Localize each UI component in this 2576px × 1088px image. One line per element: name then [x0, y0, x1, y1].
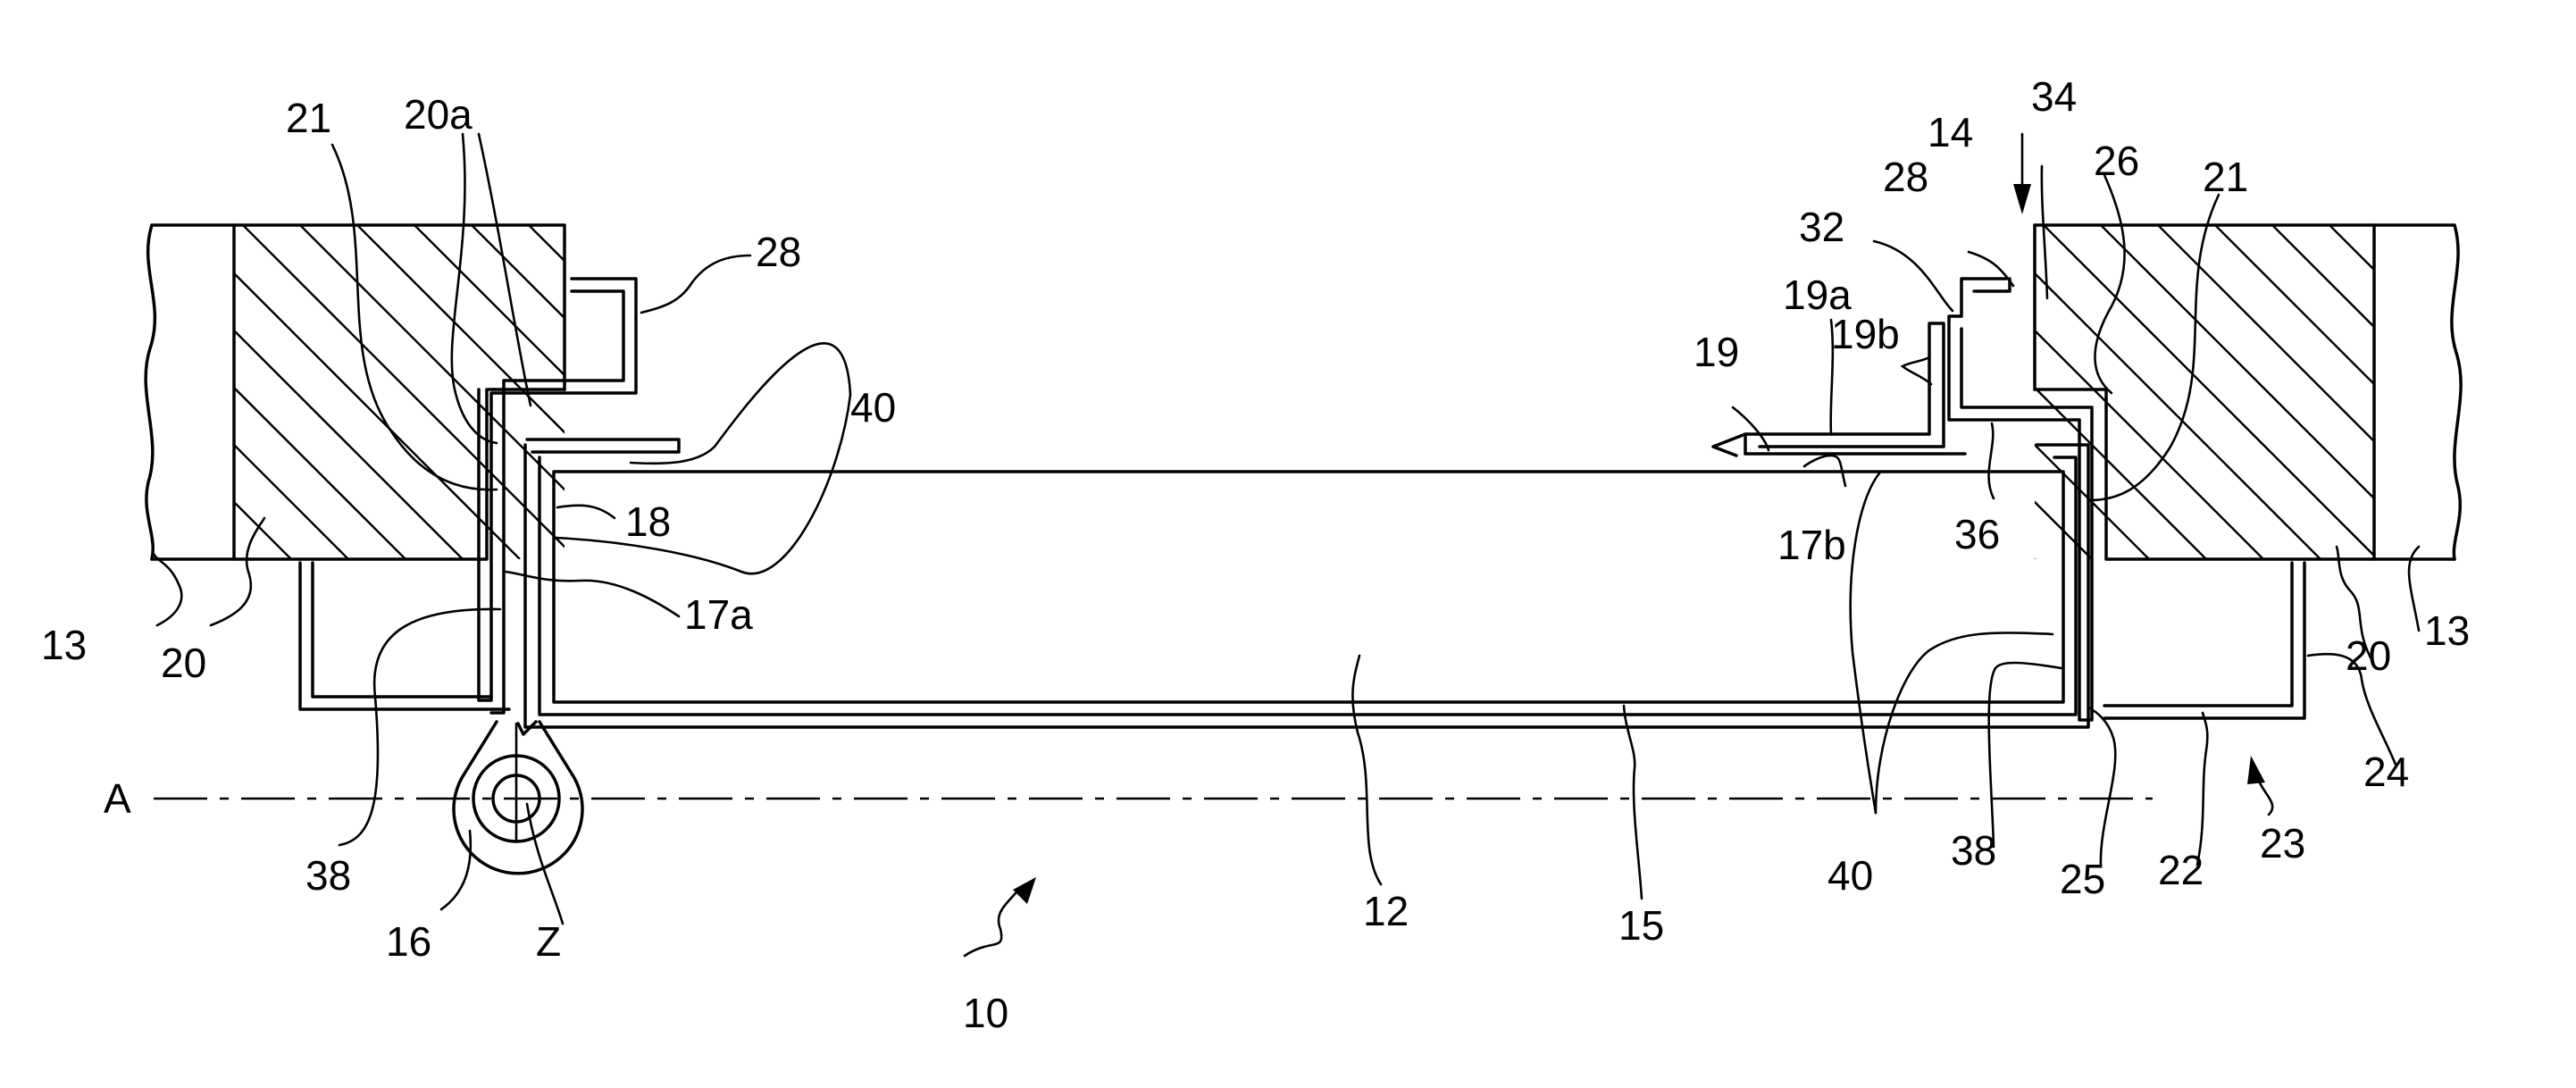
label-19: 19 — [1694, 329, 1739, 375]
hatch-line — [1701, 225, 2035, 559]
hatch-line — [2044, 225, 2378, 559]
label-12: 12 — [1363, 888, 1409, 934]
hatch-line — [2272, 225, 2576, 559]
hatch-line — [1986, 225, 2321, 559]
arrow-23 — [2247, 756, 2272, 815]
label-14: 14 — [1928, 109, 1973, 155]
hatch-line — [2158, 225, 2492, 559]
label-34: 34 — [2031, 73, 2077, 120]
hatch-line — [1872, 225, 2206, 559]
hatch-line — [71, 225, 406, 559]
label-26: 26 — [2094, 138, 2139, 184]
label-17a: 17a — [684, 591, 753, 638]
hatch-line — [872, 225, 1206, 559]
label-20-left: 20 — [161, 640, 206, 686]
hatch-line — [1815, 225, 2149, 559]
label-21-right: 21 — [2203, 154, 2248, 200]
label-28-left: 28 — [756, 229, 801, 275]
label-18: 18 — [625, 498, 671, 545]
label-21-left: 21 — [286, 95, 331, 141]
right-channel-22 — [2104, 563, 2304, 718]
hatch-line — [0, 225, 234, 559]
label-10: 10 — [963, 990, 1008, 1036]
axis-label-a: A — [104, 775, 131, 822]
hatch-line — [2101, 225, 2435, 559]
hatch-line — [2558, 225, 2576, 559]
hatch-line — [757, 225, 1091, 559]
label-17b: 17b — [1777, 522, 1846, 568]
hatch-line — [2215, 225, 2549, 559]
label-24: 24 — [2363, 749, 2409, 795]
hatch-line — [2444, 225, 2576, 559]
label-15: 15 — [1618, 902, 1664, 949]
left-bracket-28 — [479, 279, 636, 713]
hatch-line — [643, 225, 977, 559]
label-20a: 20a — [404, 91, 473, 138]
label-22: 22 — [2158, 847, 2204, 893]
label-32: 32 — [1799, 204, 1844, 250]
label-z: Z — [536, 918, 561, 965]
label-40-bottom: 40 — [1827, 852, 1873, 899]
label-25: 25 — [2060, 856, 2105, 902]
label-36: 36 — [1954, 511, 2000, 557]
glazing-unit-12 — [525, 434, 2088, 727]
arrow-10 — [965, 877, 1036, 956]
label-13-left: 13 — [41, 622, 87, 668]
label-23: 23 — [2260, 820, 2305, 866]
label-13-right: 13 — [2424, 607, 2470, 654]
hatch-line — [14, 225, 348, 559]
label-28-right: 28 — [1883, 154, 1928, 200]
arrow-34 — [2013, 134, 2031, 214]
hatch-line — [2501, 225, 2576, 559]
label-19b: 19b — [1831, 311, 1900, 357]
hatch-line — [129, 225, 463, 559]
hatch-line — [186, 225, 520, 559]
hatch-line — [1929, 225, 2263, 559]
hatch-line — [2387, 225, 2576, 559]
right-bracket-28 — [1745, 279, 2092, 720]
label-20-right: 20 — [2346, 632, 2391, 679]
label-38-left: 38 — [305, 852, 351, 899]
hatch-line — [2329, 225, 2576, 559]
label-38-right: 38 — [1951, 827, 1996, 874]
label-16: 16 — [386, 918, 431, 965]
label-40-top: 40 — [850, 384, 896, 431]
